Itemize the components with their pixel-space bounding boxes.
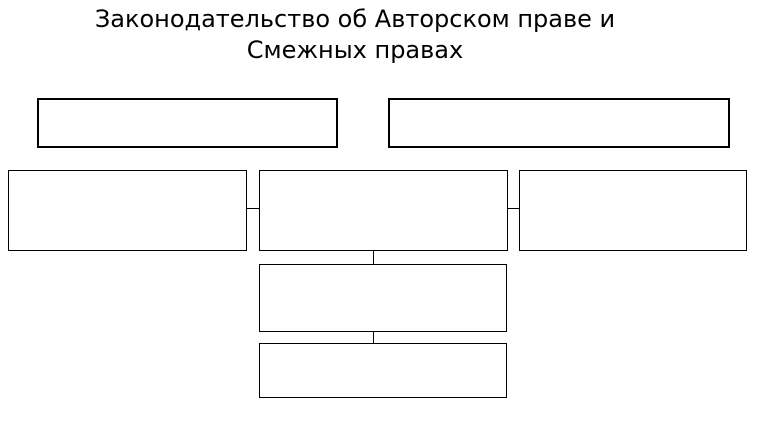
connector-center-to-lower — [373, 251, 374, 264]
box-lower-center — [259, 264, 507, 332]
box-mid-center — [259, 170, 508, 251]
box-top-left — [37, 98, 338, 148]
connector-center-to-right — [508, 208, 519, 209]
connector-lower-to-bottom — [373, 332, 374, 343]
diagram-title: Законодательство об Авторском праве и См… — [94, 5, 616, 64]
box-top-right — [388, 98, 730, 148]
box-mid-left — [8, 170, 247, 251]
box-mid-right — [519, 170, 747, 251]
connector-left-to-center — [247, 208, 259, 209]
box-bottom-center — [259, 343, 507, 398]
